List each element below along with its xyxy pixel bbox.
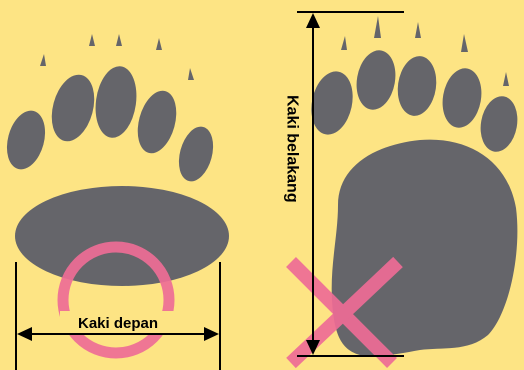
front-main-pad bbox=[15, 186, 229, 286]
hind-foot-label: Kaki belakang bbox=[284, 95, 301, 203]
front-foot-label: Kaki depan bbox=[78, 315, 158, 332]
